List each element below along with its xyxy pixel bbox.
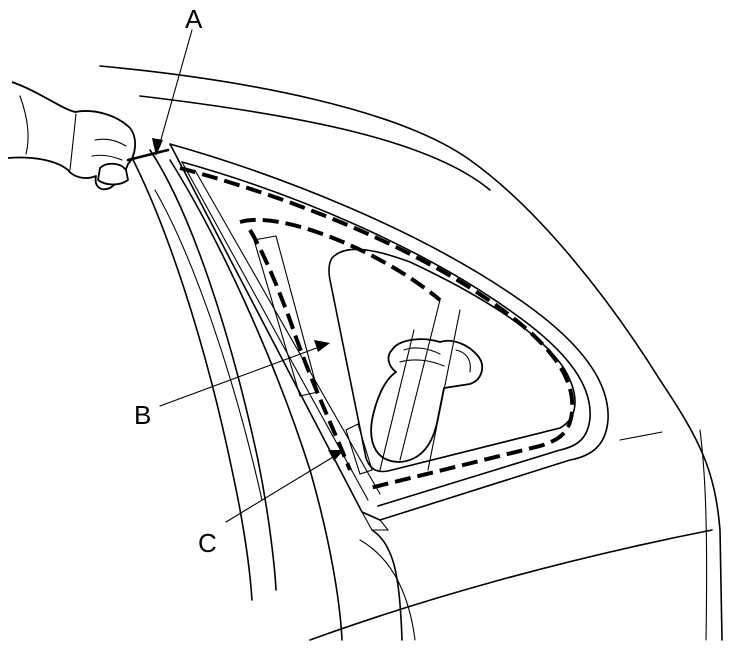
arrowhead-a	[152, 138, 163, 156]
callout-label-a: A	[185, 4, 203, 34]
quarter-window-frame	[169, 143, 609, 531]
callout-label-c: C	[198, 528, 217, 558]
callout-leaders	[152, 29, 344, 523]
leader-line-b	[159, 345, 323, 407]
outer-hand-illustration	[7, 81, 170, 191]
arrowhead-b	[314, 340, 330, 352]
glass-opening	[253, 235, 576, 475]
leader-line-c	[225, 453, 339, 523]
leader-line-a	[157, 29, 193, 151]
arrowhead-c	[328, 450, 344, 461]
car-body-outline	[99, 65, 723, 641]
adhesive-dashed-outline	[179, 166, 575, 490]
door-pillar-outline	[127, 149, 416, 641]
inner-hand-illustration	[370, 299, 484, 471]
callout-label-b: B	[134, 400, 151, 430]
